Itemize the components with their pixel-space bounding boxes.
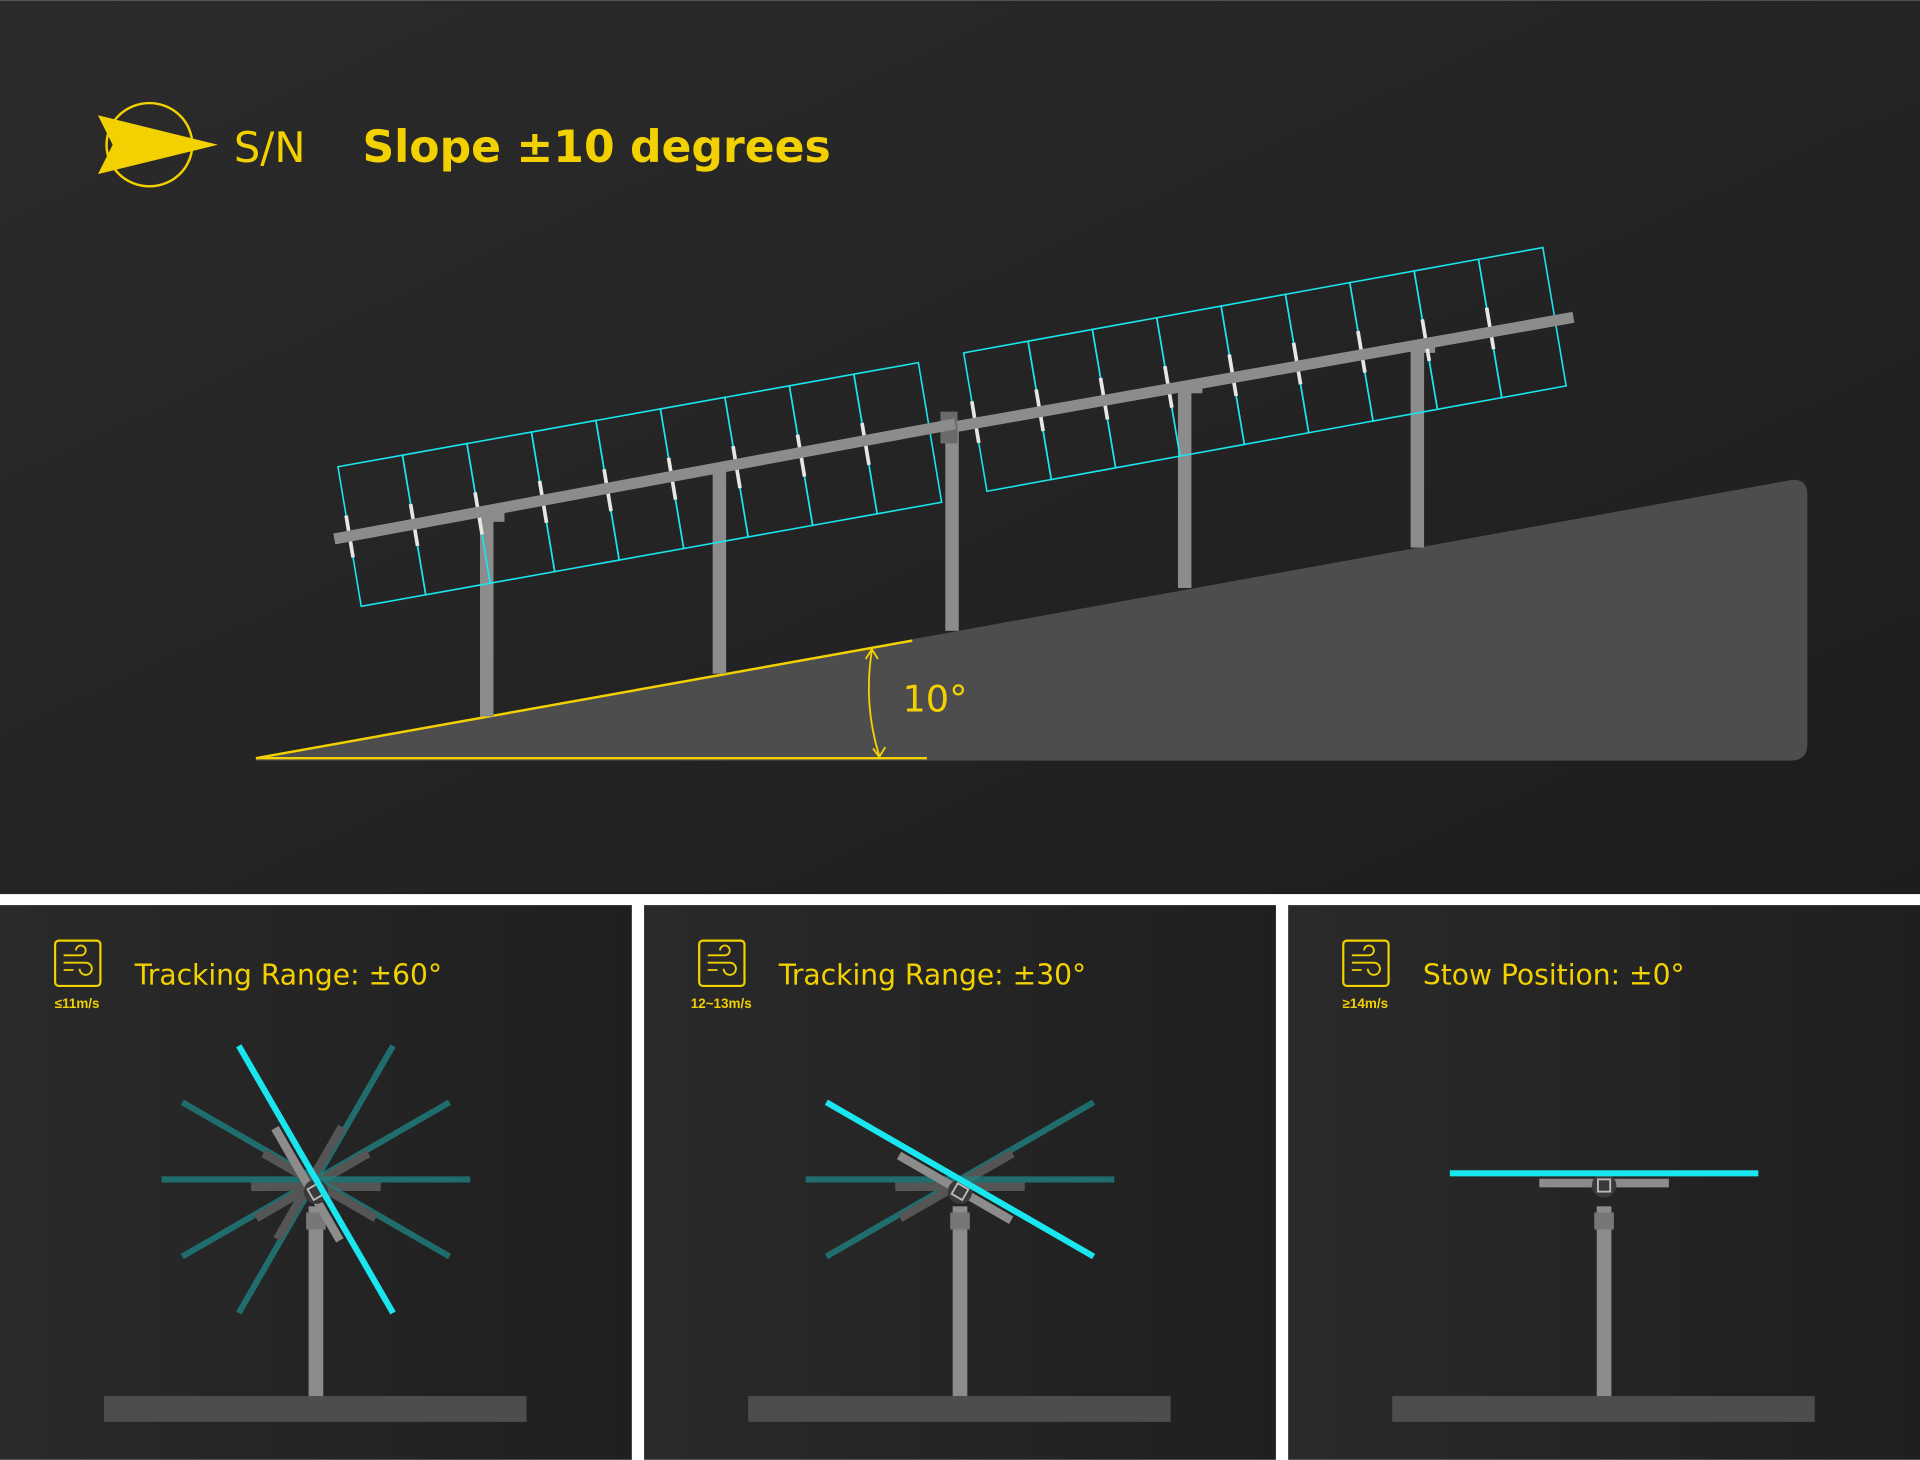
- right-array: [956, 246, 1575, 493]
- ground-base: [104, 1396, 527, 1422]
- tracking-panel: 12~13m/s Tracking Range: ±30°: [691, 939, 1171, 1422]
- wind-icon: [698, 939, 746, 988]
- pivot-square: [1597, 1178, 1612, 1193]
- angle-arc: [864, 647, 887, 759]
- tracker-post: [1596, 1206, 1612, 1397]
- slope-angle-label: 10°: [902, 678, 967, 721]
- panel-caption: Tracking Range: ±60°: [134, 959, 442, 992]
- post-bracket: [306, 1212, 326, 1230]
- direction-label: S/N: [234, 123, 306, 172]
- wind-speed-label: ≤11m/s: [55, 996, 100, 1011]
- ground-base: [748, 1396, 1171, 1422]
- torque-tube: [333, 418, 957, 545]
- solar-module: [1477, 246, 1568, 399]
- left-array: [333, 361, 957, 608]
- ground-base: [1392, 1396, 1815, 1422]
- active-panel-position: [236, 1044, 396, 1315]
- wind-icon: [1342, 939, 1390, 988]
- tracking-panel: ≥14m/s Stow Position: ±0°: [1342, 939, 1815, 1422]
- tracker-post: [952, 1206, 968, 1397]
- page-title: Slope ±10 degrees: [362, 122, 830, 173]
- pivot-square: [950, 1182, 970, 1202]
- active-panel-position: [824, 1099, 1096, 1260]
- wind-speed-label: ≥14m/s: [1343, 996, 1389, 1011]
- compass-arrow-icon: [97, 101, 218, 188]
- torque-tube: [956, 311, 1575, 432]
- wind-speed-label: 12~13m/s: [691, 996, 752, 1011]
- post-bracket: [950, 1212, 970, 1230]
- panel-caption: Tracking Range: ±30°: [778, 959, 1086, 992]
- slope-line: [255, 639, 913, 760]
- tracking-panel: ≤11m/s Tracking Range: ±60°: [54, 939, 527, 1422]
- post-bracket: [1594, 1212, 1614, 1230]
- wind-icon: [54, 939, 102, 988]
- solar-module: [852, 361, 943, 515]
- panel-caption: Stow Position: ±0°: [1423, 959, 1685, 992]
- pivot-bearing: [1591, 1173, 1617, 1198]
- tracker-posts: [480, 343, 1436, 717]
- ground-slope: [255, 479, 1808, 761]
- tracker-post: [308, 1206, 324, 1397]
- solar-arrays: [333, 246, 1575, 608]
